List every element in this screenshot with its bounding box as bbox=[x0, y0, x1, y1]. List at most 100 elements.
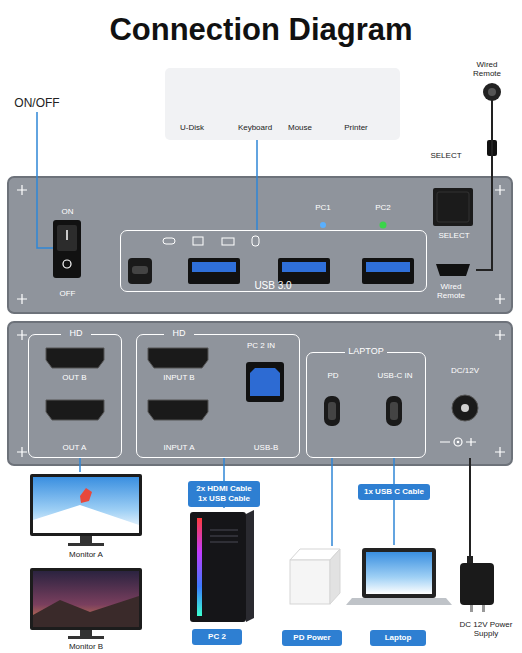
snow bbox=[33, 505, 139, 533]
node-label: U-Disk bbox=[162, 123, 222, 132]
node-label: OUT B bbox=[29, 373, 120, 382]
monitor-screen bbox=[33, 571, 139, 627]
node-label: Wired Remote bbox=[431, 282, 471, 300]
laptop-screen bbox=[366, 552, 432, 594]
usb-a-port bbox=[188, 258, 240, 284]
pc-vents bbox=[210, 530, 238, 542]
pc-input-group: HDPC 2 ININPUT BINPUT AUSB-B bbox=[136, 334, 300, 458]
node-label: Mouse bbox=[270, 123, 330, 132]
node-label: USB-B bbox=[240, 443, 292, 452]
node-label: ON bbox=[45, 207, 90, 216]
back-panel bbox=[8, 322, 512, 465]
monitor-base bbox=[68, 636, 104, 639]
usb-b-port bbox=[246, 362, 284, 402]
usb-icons bbox=[163, 236, 259, 246]
node-label: PC 2 IN bbox=[225, 341, 297, 350]
usb-a-port bbox=[362, 258, 414, 284]
node-label: OFF bbox=[45, 289, 90, 298]
text-label: PC2 bbox=[370, 203, 396, 212]
usb-group: USB 3.0 bbox=[120, 230, 427, 292]
cable-line bbox=[469, 458, 471, 558]
adapter-prong bbox=[482, 605, 485, 612]
cable-label: 2x HDMI Cable 1x USB Cable bbox=[188, 481, 260, 507]
dc-jack bbox=[452, 395, 478, 421]
printer-icon bbox=[193, 237, 203, 245]
text-label: ON/OFF bbox=[4, 96, 70, 110]
monitor-base bbox=[68, 543, 104, 546]
keyboard-icon bbox=[222, 238, 234, 245]
usb-c-port-inner bbox=[132, 266, 148, 274]
laptop: Laptop bbox=[350, 545, 446, 649]
usb-c-port-inner bbox=[328, 402, 336, 420]
on-mark bbox=[66, 230, 68, 240]
hdmi-port bbox=[46, 400, 104, 420]
rocker-switch bbox=[53, 220, 81, 278]
dc-input: DC/12V bbox=[434, 362, 496, 458]
node-label: INPUT A bbox=[139, 443, 219, 452]
adapter-prong bbox=[470, 605, 473, 612]
node-label: SELECT bbox=[428, 231, 480, 240]
game-scene bbox=[33, 596, 139, 627]
node-label: OUT A bbox=[29, 443, 120, 452]
hdmi-out-group: HDOUT BOUT A bbox=[28, 334, 122, 458]
node-label: Keyboard bbox=[225, 123, 285, 132]
node-label: Laptop bbox=[370, 630, 426, 646]
usb-c-port bbox=[386, 396, 402, 426]
cable-line bbox=[79, 458, 81, 472]
usb-c-port bbox=[128, 258, 152, 284]
micro-usb-port bbox=[436, 264, 470, 276]
usb-b-tongue bbox=[250, 368, 280, 396]
rgb-strip bbox=[197, 518, 202, 616]
usb-a-tongue bbox=[192, 262, 236, 272]
laptop-base bbox=[346, 598, 452, 605]
cable-line bbox=[393, 458, 395, 545]
monitor bbox=[30, 568, 142, 630]
charger: PD Power bbox=[276, 546, 348, 649]
screws bbox=[17, 185, 505, 457]
node-label: PC 2 bbox=[192, 629, 242, 645]
node-label: Printer bbox=[326, 123, 386, 132]
front-panel bbox=[8, 177, 512, 313]
mouse-icon bbox=[252, 236, 259, 246]
usb-c-icon bbox=[163, 238, 175, 244]
monitor-stand bbox=[80, 630, 92, 636]
usb-c-port-inner bbox=[390, 402, 398, 420]
cable-line bbox=[256, 140, 258, 230]
charger bbox=[290, 560, 330, 604]
monitor-stand bbox=[80, 536, 92, 543]
node-label: DC 12V Power Supply bbox=[459, 620, 513, 638]
power-adapter bbox=[460, 563, 494, 605]
pc-side bbox=[246, 510, 254, 622]
off-mark bbox=[63, 260, 71, 268]
node-label: HD bbox=[164, 328, 194, 339]
node-label: HD bbox=[61, 328, 91, 339]
polarity-ring bbox=[454, 438, 462, 446]
led-pc2 bbox=[380, 222, 387, 229]
hdmi-port bbox=[148, 400, 208, 420]
laptop-group: LAPTOPPDUSB-C IN bbox=[306, 352, 426, 458]
node-label: Monitor B bbox=[26, 642, 146, 651]
dc-jack-pin bbox=[461, 404, 469, 412]
node-label: PD bbox=[313, 371, 353, 380]
monitor: Monitor B bbox=[26, 566, 146, 652]
hdmi-port bbox=[46, 348, 104, 368]
remote-button bbox=[483, 83, 501, 101]
node-label: USB 3.0 bbox=[121, 280, 425, 291]
polarity-dot bbox=[457, 441, 460, 444]
remote-button-cap bbox=[488, 88, 496, 96]
select-button-edge bbox=[437, 192, 469, 222]
pc-tower bbox=[190, 512, 246, 622]
screw bbox=[17, 185, 505, 457]
node-label: INPUT B bbox=[139, 373, 219, 382]
node-label: Wired Remote bbox=[469, 60, 505, 78]
monitor bbox=[30, 474, 142, 536]
select-button: SELECT bbox=[428, 183, 480, 245]
power-supply: DC 12V Power Supply bbox=[452, 558, 520, 650]
charger-side bbox=[330, 549, 340, 604]
monitor: Monitor A bbox=[26, 472, 146, 560]
led-pc1 bbox=[320, 222, 326, 228]
remote-port: Wired Remote bbox=[426, 260, 476, 310]
laptop-lid bbox=[362, 548, 436, 598]
usb-a-tongue bbox=[282, 262, 326, 272]
